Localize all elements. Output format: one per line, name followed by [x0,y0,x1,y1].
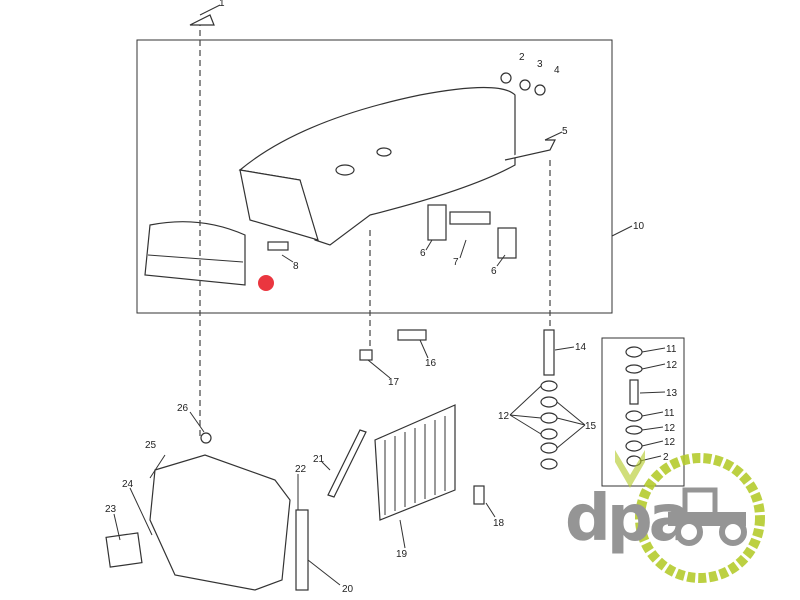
callout-11: 11 [666,344,677,355]
callout-12: 12 [664,437,676,448]
callout-17: 17 [388,377,400,388]
lower-shroud [149,454,291,591]
bracket [504,139,556,161]
callout-1: 1 [219,0,225,9]
callout-7: 7 [453,257,459,268]
callout-12: 12 [666,360,678,371]
callout-14: 14 [575,342,587,353]
hood-assembly-frame [136,39,613,314]
washer [500,72,512,84]
emblem-part [189,14,215,26]
strip-20 [295,509,309,591]
strip-21 [327,429,367,498]
washer [534,84,546,96]
hood [238,86,516,246]
callout-6: 6 [420,248,426,259]
grille-front [144,221,246,286]
callout-16: 16 [425,358,437,369]
callout-4: 4 [554,65,560,76]
nut-26 [200,432,212,444]
rubber-strip [449,211,491,225]
callout-2: 2 [519,52,525,63]
kit-parts [625,346,643,467]
fastener-kit-frame [601,337,685,487]
callout-18: 18 [493,518,505,529]
highlight-marker [258,275,274,291]
callout-24: 24 [122,479,134,490]
tractor-icon [668,487,747,546]
callout-20: 20 [342,584,354,595]
callout-22: 22 [295,464,307,475]
callout-12: 12 [498,411,510,422]
callout-3: 3 [537,59,543,70]
callout-26: 26 [177,403,189,414]
callout-5: 5 [562,126,568,137]
wheat-icon [615,450,645,488]
callout-21: 21 [313,454,325,465]
callout-25: 25 [145,440,157,451]
callout-10: 10 [633,221,645,232]
callout-23: 23 [105,504,117,515]
leader-lines [113,4,666,586]
nut-washer-stack [540,380,558,470]
screen-slats [384,416,446,515]
block [427,204,447,241]
spacer-18 [473,485,485,505]
block [497,227,517,259]
callout-19: 19 [396,549,408,560]
deer-emblem [105,532,143,568]
gear-ring-icon [635,453,765,583]
callout-11: 11 [664,408,675,419]
nut-17 [359,349,373,361]
strip-16 [397,329,427,341]
callout-12: 12 [664,423,676,434]
washer [519,79,531,91]
bolt [267,241,289,251]
dpa-logo: dpa [565,450,765,583]
callout-8: 8 [293,261,299,272]
callout-13: 13 [666,388,678,399]
callout-6: 6 [491,266,497,277]
callout-2: 2 [663,452,669,463]
bolt-14 [543,329,555,376]
callout-15: 15 [585,421,597,432]
